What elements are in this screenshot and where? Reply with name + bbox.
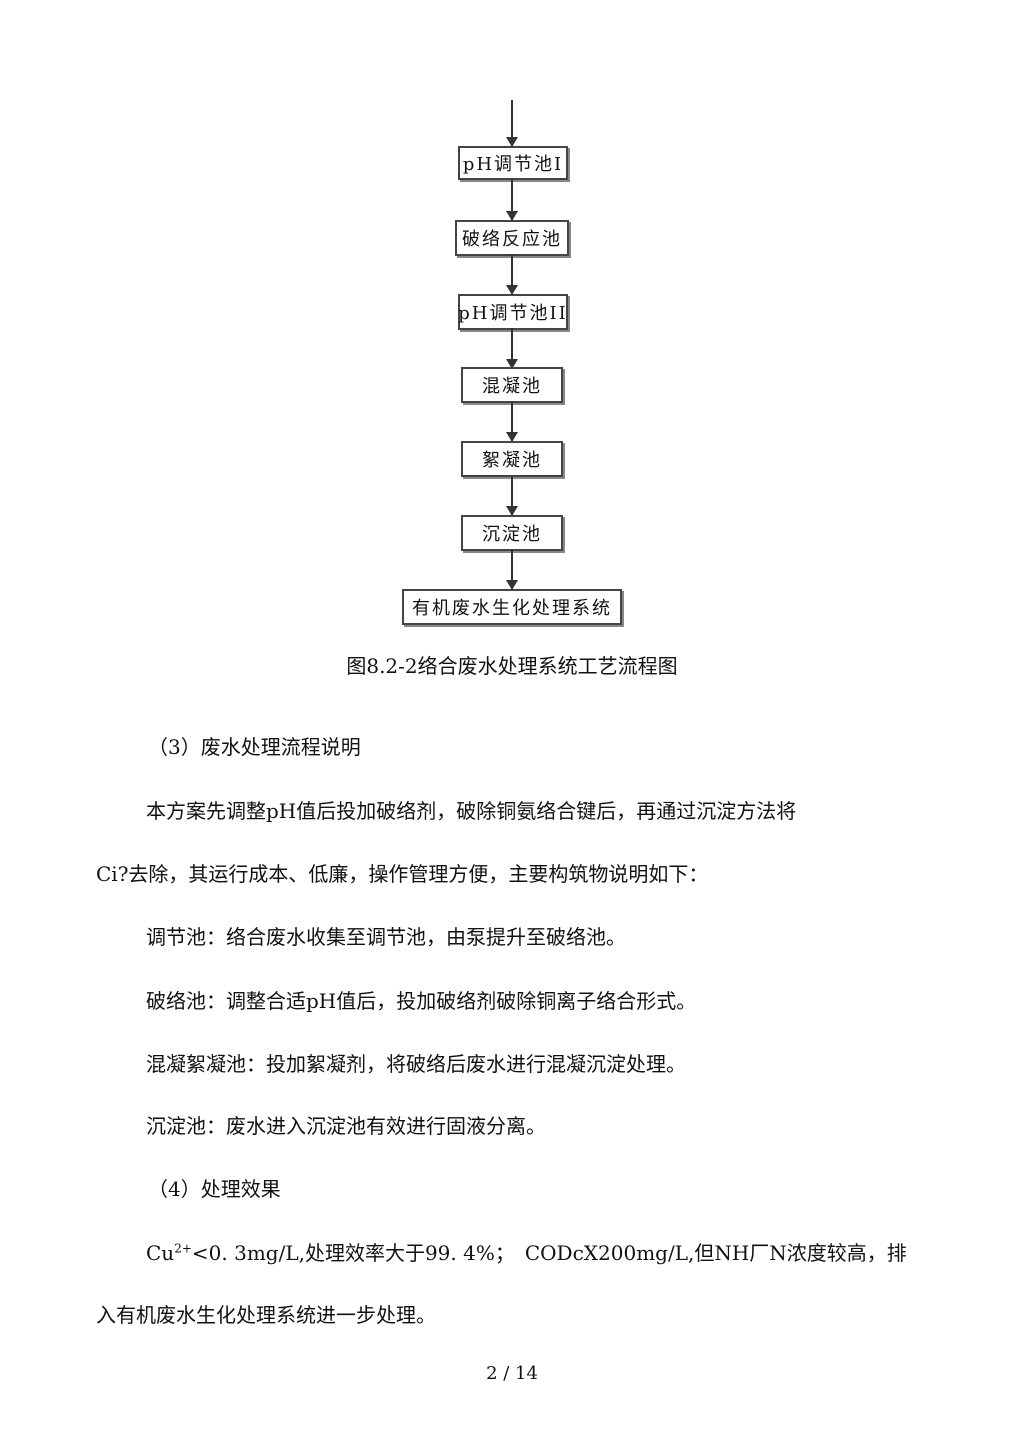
flow-arrow [506, 549, 518, 590]
flow-step-ph-tank-2: pH调节池II [458, 294, 568, 330]
page-number: 2 / 14 [486, 1363, 538, 1384]
figure-caption: 图8.2-2络合废水处理系统工艺流程图 [346, 654, 678, 678]
flow-arrow [506, 475, 518, 516]
flow-arrow [506, 328, 518, 369]
structure-item-adjust-tank: 调节池：络合废水收集至调节池，由泵提升至破络池。 [146, 925, 626, 949]
flow-arrow [506, 401, 518, 442]
flow-step-flocculation-tank: 絮凝池 [461, 441, 563, 477]
effect-text: <0. 3mg/L,处理效率大于99. 4%； CODcX200mg/L,但NH… [191, 1241, 907, 1265]
flow-step-sedimentation-tank: 沉淀池 [461, 515, 563, 551]
section4-paragraph-line2: 入有机废水生化处理系统进一步处理。 [96, 1303, 436, 1327]
section3-heading: （3）废水处理流程说明 [148, 735, 361, 759]
structure-item-decomplex-tank: 破络池：调整合适pH值后，投加破络剂破除铜离子络合形式。 [146, 989, 697, 1013]
section3-paragraph-line1: 本方案先调整pH值后投加破络剂，破除铜氨络合键后，再通过沉淀方法将 [146, 799, 797, 823]
section4-paragraph-line1: Cu2+<0. 3mg/L,处理效率大于99. 4%； CODcX200mg/L… [146, 1237, 907, 1266]
flow-step-biochemical-system: 有机废水生化处理系统 [402, 589, 622, 625]
section3-paragraph-line2: Ci?去除，其运行成本、低廉，操作管理方便，主要构筑物说明如下： [96, 862, 709, 886]
flow-arrow [506, 100, 518, 147]
copper-symbol: Cu [146, 1241, 175, 1265]
copper-charge: 2+ [174, 1241, 192, 1256]
flow-arrow [506, 254, 518, 295]
process-flowchart: pH调节池I 破络反应池 pH调节池II 混凝池 絮凝池 沉淀池 有机废水生化处… [0, 0, 1024, 640]
structure-item-sedimentation-tank: 沉淀池：废水进入沉淀池有效进行固液分离。 [146, 1114, 546, 1138]
section4-heading: （4）处理效果 [148, 1177, 281, 1201]
flow-arrow [506, 178, 518, 221]
flow-step-decomplex-tank: 破络反应池 [455, 220, 569, 256]
structure-item-coag-floc-tank: 混凝絮凝池：投加絮凝剂，将破络后废水进行混凝沉淀处理。 [146, 1052, 686, 1076]
flow-step-coagulation-tank: 混凝池 [461, 367, 563, 403]
flow-step-ph-tank-1: pH调节池I [458, 146, 568, 180]
